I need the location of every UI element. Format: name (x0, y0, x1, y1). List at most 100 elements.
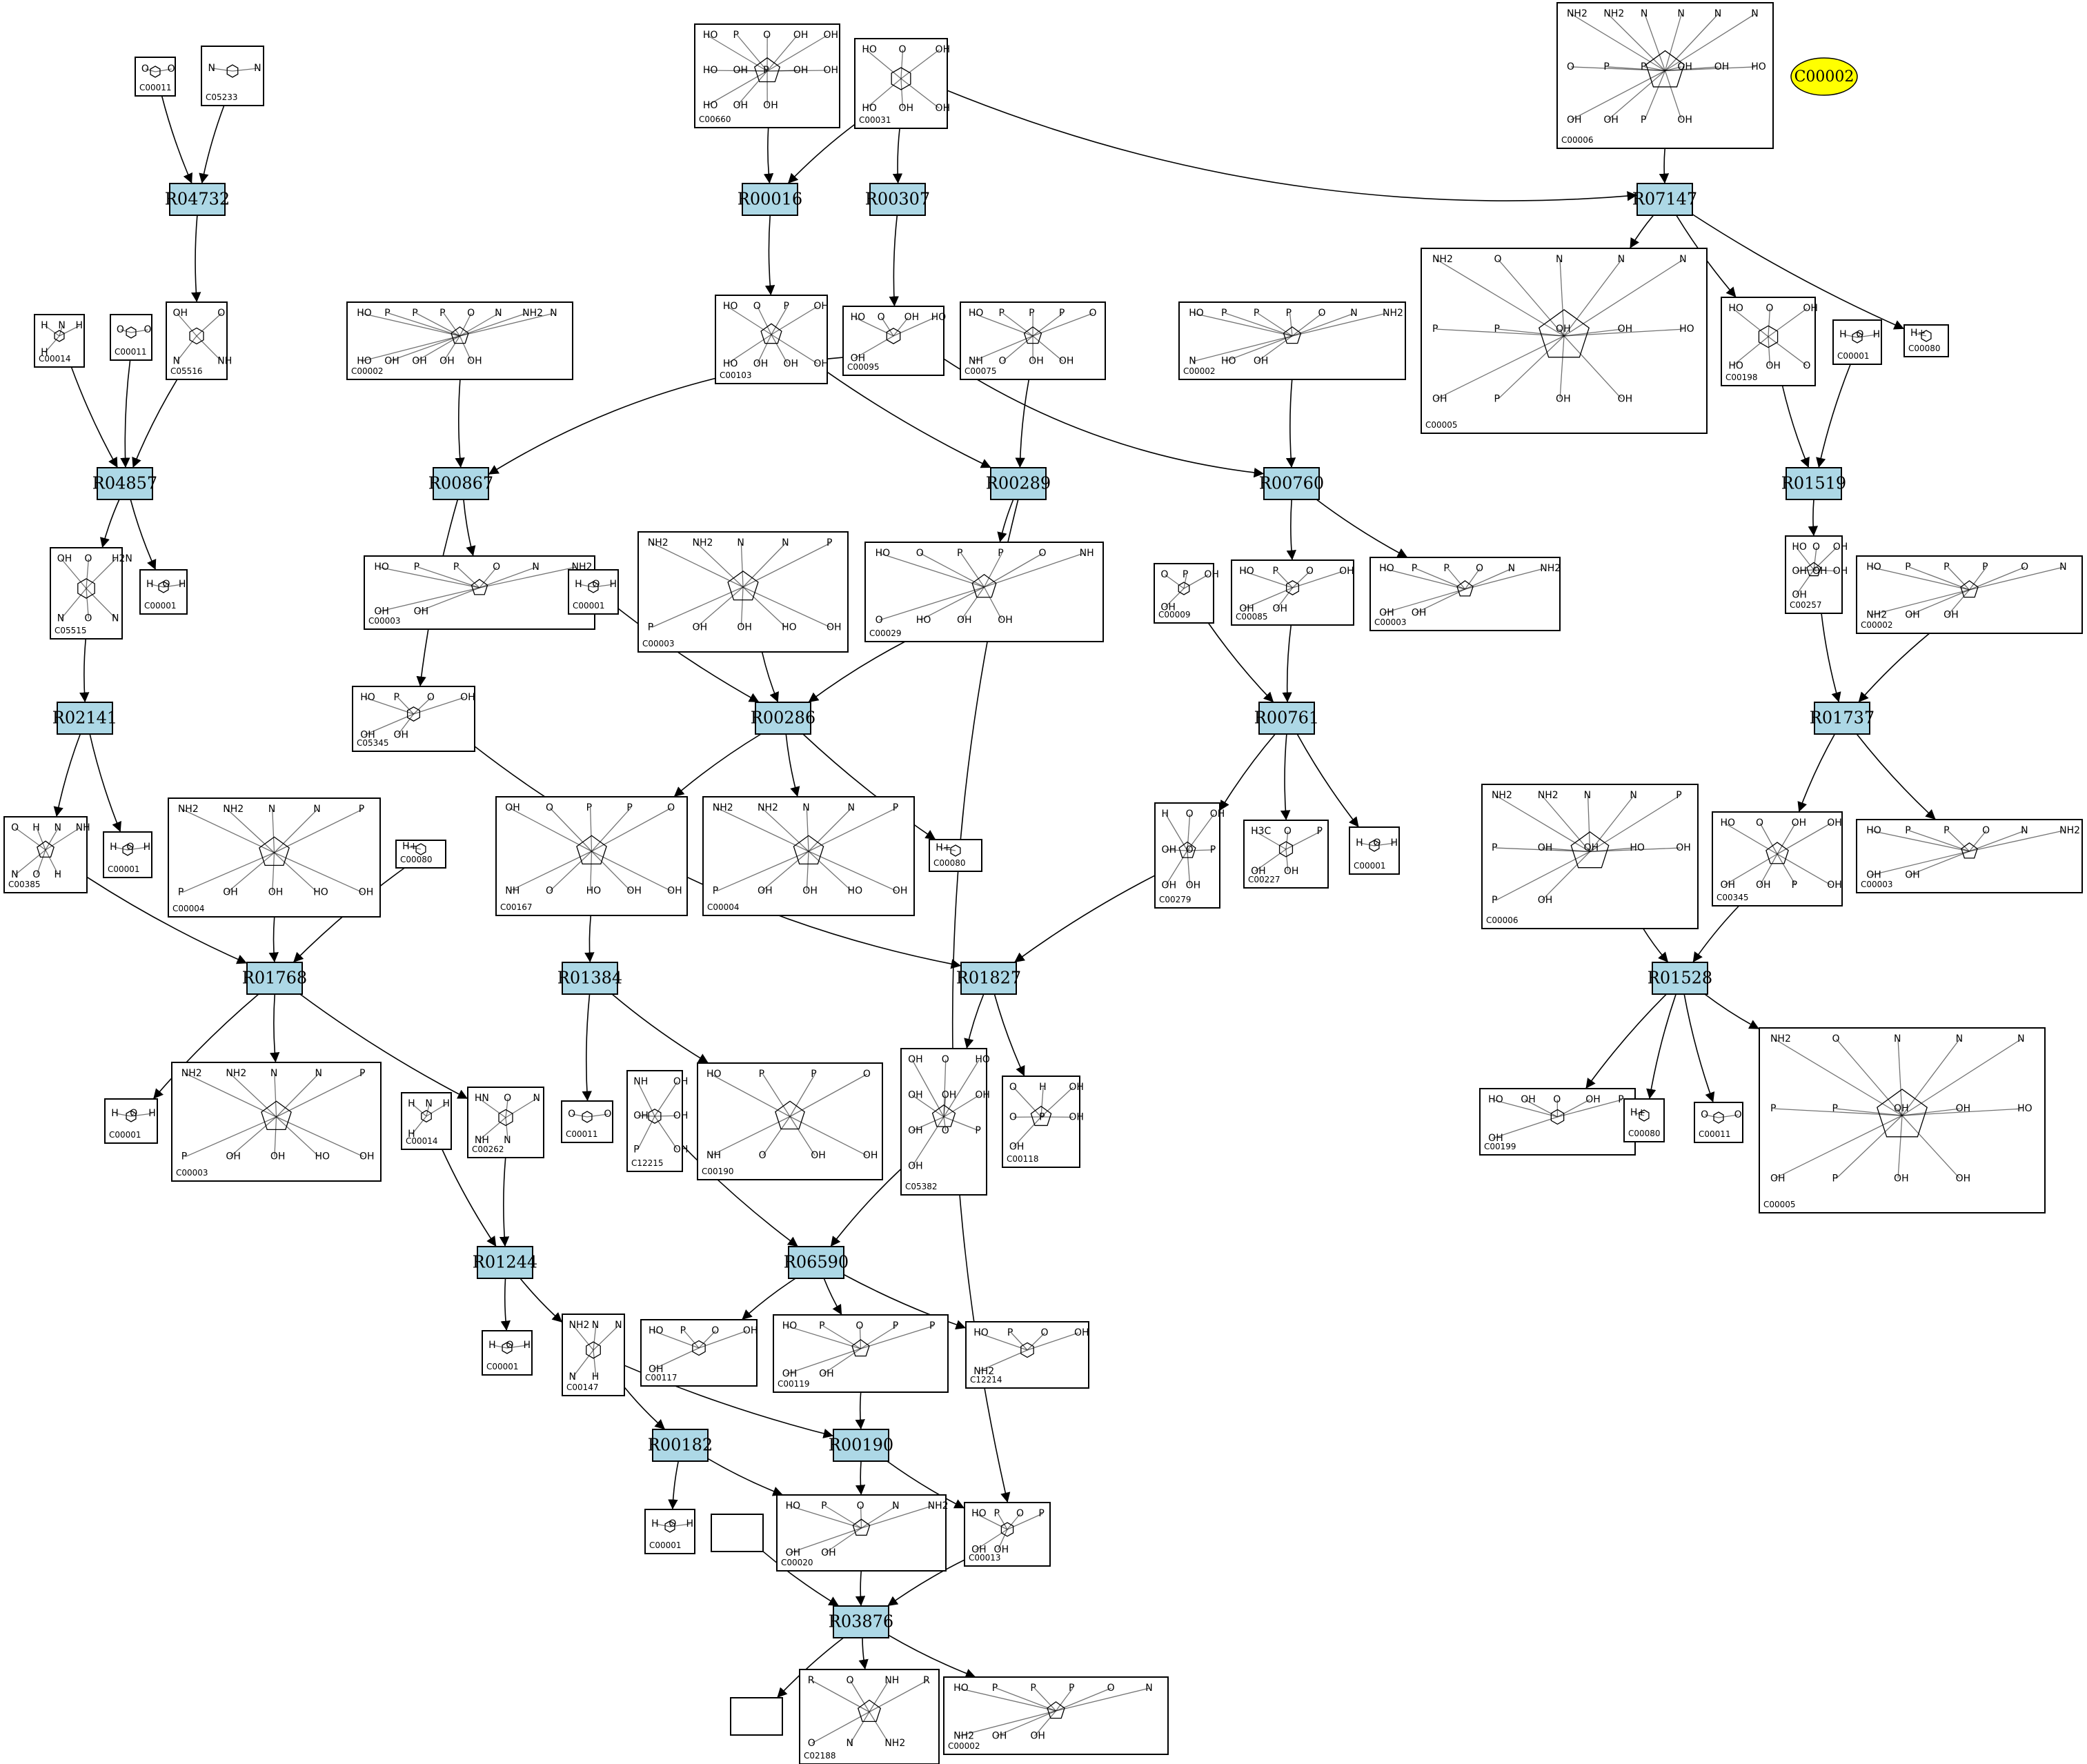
highlighted-compound-ellipse[interactable] (1790, 57, 1858, 96)
compound-box[interactable] (395, 840, 446, 869)
reaction-box[interactable] (1786, 467, 1842, 500)
reaction-box[interactable] (833, 1605, 889, 1638)
compound-box[interactable] (139, 569, 188, 615)
compound-box[interactable] (482, 1330, 533, 1376)
compound-box[interactable] (1832, 319, 1882, 365)
compound-box[interactable] (103, 831, 152, 878)
reaction-node[interactable]: R01519 (1781, 467, 1846, 500)
compound-box[interactable] (640, 1319, 758, 1387)
reaction-box[interactable] (246, 962, 303, 995)
compound-box[interactable] (34, 314, 85, 368)
reaction-box[interactable] (833, 1429, 889, 1462)
reaction-node[interactable]: R03876 (829, 1605, 893, 1638)
compound-box[interactable] (730, 1697, 783, 1736)
reaction-box[interactable] (57, 702, 113, 735)
reaction-box[interactable] (1636, 183, 1693, 216)
compound-box[interactable] (1712, 811, 1843, 906)
reaction-node[interactable]: R06590 (784, 1246, 849, 1279)
compound-box[interactable] (900, 1048, 987, 1196)
compound-box[interactable] (346, 301, 573, 380)
reaction-node[interactable]: R04857 (92, 467, 157, 500)
compound-node[interactable] (711, 1514, 764, 1552)
compound-box[interactable] (561, 1100, 613, 1143)
compound-box[interactable] (965, 1321, 1089, 1389)
compound-box[interactable] (1002, 1076, 1080, 1168)
compound-box[interactable] (1349, 826, 1400, 875)
compound-box[interactable] (352, 686, 475, 752)
compound-box[interactable] (201, 46, 264, 106)
reaction-box[interactable] (97, 467, 153, 500)
reaction-box[interactable] (433, 467, 489, 500)
reaction-node[interactable]: R01827 (956, 962, 1021, 995)
compound-box[interactable] (467, 1087, 544, 1158)
compound-box[interactable] (1856, 555, 2083, 634)
reaction-node[interactable]: R02141 (52, 702, 117, 735)
reaction-node[interactable]: R04732 (165, 183, 230, 216)
reaction-node[interactable]: R00760 (1259, 467, 1324, 500)
reaction-node[interactable]: R00307 (865, 183, 930, 216)
reaction-box[interactable] (652, 1429, 709, 1462)
reaction-box[interactable] (169, 183, 226, 216)
compound-box[interactable] (1481, 784, 1699, 929)
compound-box[interactable] (1623, 1098, 1665, 1142)
compound-box[interactable] (1154, 563, 1214, 624)
reaction-box[interactable] (1814, 702, 1870, 735)
reaction-node[interactable]: R00190 (829, 1429, 893, 1462)
reaction-box[interactable] (742, 183, 798, 216)
reaction-node[interactable]: R00867 (428, 467, 493, 500)
compound-box[interactable] (1231, 559, 1354, 626)
compound-box[interactable] (110, 314, 152, 361)
reaction-node[interactable]: R01528 (1648, 962, 1712, 995)
compound-node[interactable] (730, 1697, 783, 1736)
compound-box[interactable] (568, 569, 619, 615)
reaction-box[interactable] (477, 1246, 533, 1279)
reaction-box[interactable] (990, 467, 1047, 500)
reaction-node[interactable]: R01768 (242, 962, 307, 995)
reaction-node[interactable]: R00182 (648, 1429, 713, 1462)
compound-box[interactable] (104, 1098, 158, 1144)
